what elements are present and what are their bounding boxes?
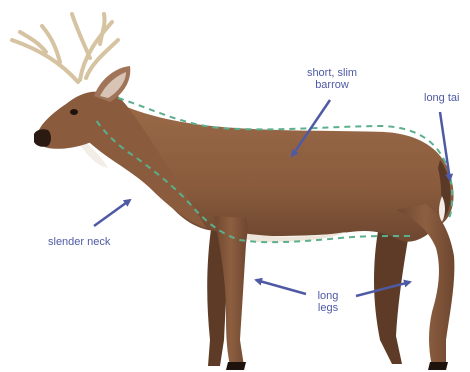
tail-label: long tai <box>424 92 459 104</box>
barrow-label-line-2: barrow <box>296 79 368 91</box>
neck-label: slender neck <box>48 236 110 248</box>
antlers <box>12 14 118 82</box>
neck-label-text: slender neck <box>48 236 110 248</box>
far-hind-leg <box>374 220 410 364</box>
barrow-label: short, slim barrow <box>296 67 368 91</box>
hind-hoof <box>428 362 448 370</box>
eye <box>70 109 78 115</box>
neck-arrow <box>94 200 130 226</box>
muzzle <box>34 129 51 147</box>
legs-label-line-2: legs <box>306 302 350 314</box>
front-hoof <box>226 362 246 370</box>
legs-label: long legs <box>306 290 350 314</box>
legs-arrow-left <box>256 280 306 294</box>
legs-label-line-1: long <box>306 290 350 302</box>
tail-label-text: long tai <box>424 92 459 104</box>
barrow-label-line-1: short, slim <box>296 67 368 79</box>
